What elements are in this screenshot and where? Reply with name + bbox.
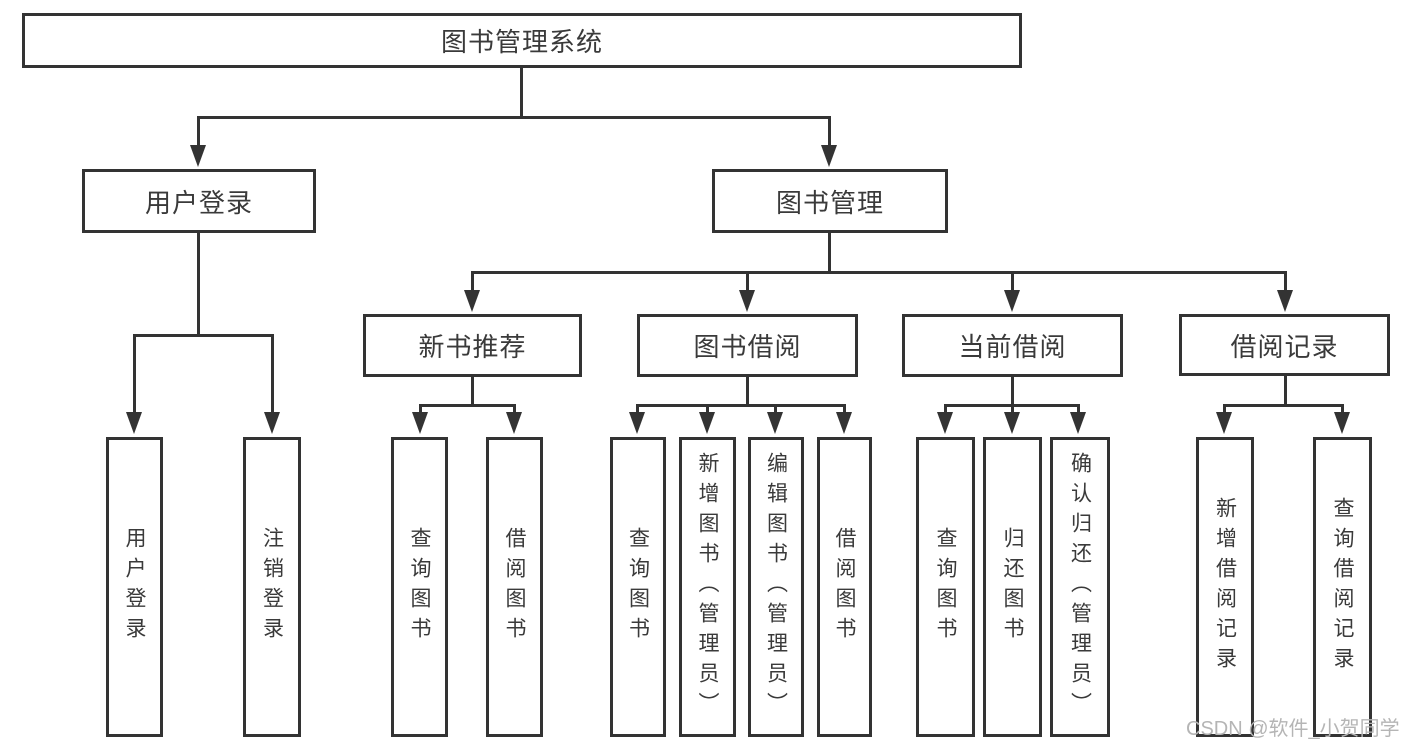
node-label: 新增借阅记录 [1213,497,1237,677]
leaf-query-books-current: 查询图书 [916,437,975,737]
connector-line [1284,271,1287,293]
connector-line [706,404,709,416]
arrow-down-icon [629,412,645,434]
leaf-query-books-recommend: 查询图书 [391,437,448,737]
arrow-down-icon [126,412,142,434]
node-label: 借阅记录 [1230,331,1339,362]
arrow-down-icon [699,412,715,434]
connector-line [133,334,274,337]
connector-line [636,404,846,407]
arrow-down-icon [412,412,428,434]
connector-line [197,232,200,336]
connector-line [1011,377,1014,406]
connector-line [636,404,639,416]
node-label: 借阅图书 [833,527,856,647]
connector-line [774,404,777,416]
arrow-down-icon [1004,412,1020,434]
node-label: 查询图书 [934,527,957,647]
leaf-edit-books-admin: 编辑图书（管理员） [748,437,804,737]
node-label: 归还图书 [1001,527,1024,647]
connector-line [197,116,200,148]
connector-line [1341,404,1344,416]
connector-line [419,404,516,407]
connector-line [419,404,422,416]
connector-line [1011,271,1014,293]
node-label: 注销登录 [260,527,284,647]
arrow-down-icon [464,290,480,312]
node-new-book-recommend: 新书推荐 [363,314,582,377]
connector-line [944,404,947,416]
leaf-return-books: 归还图书 [983,437,1042,737]
leaf-logout: 注销登录 [243,437,301,737]
arrow-down-icon [739,290,755,312]
connector-line [513,404,516,416]
node-current-borrow: 当前借阅 [902,314,1123,377]
arrow-down-icon [1070,412,1086,434]
node-label: 查询图书 [626,527,650,647]
connector-line [197,116,831,119]
connector-line [746,271,749,293]
connector-line [1011,404,1014,416]
node-label: 图书管理 [775,187,884,218]
arrow-down-icon [190,145,206,167]
arrow-down-icon [821,145,837,167]
connector-line [471,271,474,293]
arrow-down-icon [1216,412,1232,434]
leaf-borrow-books-recommend: 借阅图书 [486,437,543,737]
leaf-add-borrow-record: 新增借阅记录 [1196,437,1254,737]
arrow-down-icon [264,412,280,434]
node-label: 编辑图书（管理员） [764,452,788,722]
connector-line [1223,404,1226,416]
connector-line [746,377,749,406]
connector-line [1284,375,1287,406]
arrow-down-icon [1334,412,1350,434]
arrow-down-icon [767,412,783,434]
connector-line [1223,404,1343,407]
connector-line [843,404,846,416]
node-label: 确认归还（管理员） [1068,452,1092,722]
node-label: 图书借阅 [693,332,802,362]
node-label: 新书推荐 [418,332,527,362]
node-label: 用户登录 [123,527,146,647]
node-label: 查询借阅记录 [1331,497,1354,677]
connector-line [520,68,523,118]
arrow-down-icon [1004,290,1020,312]
leaf-query-books-borrow: 查询图书 [610,437,666,737]
connector-line [471,271,1287,274]
node-label: 新增图书（管理员） [696,452,719,722]
csdn-watermark: CSDN @软件_小贺同学 [1186,718,1400,740]
node-borrow-records: 借阅记录 [1179,314,1390,376]
connector-line [1077,404,1080,416]
node-label: 当前借阅 [958,332,1067,362]
node-book-management: 图书管理 [712,169,948,233]
node-root: 图书管理系统 [22,13,1022,68]
node-book-borrow: 图书借阅 [637,314,858,377]
node-user-login: 用户登录 [82,169,316,233]
node-label: 查询图书 [408,527,431,647]
connector-line [271,334,274,414]
connector-line [828,116,831,148]
connector-line [471,377,474,406]
leaf-add-books-admin: 新增图书（管理员） [679,437,736,737]
arrow-down-icon [506,412,522,434]
node-label: 图书管理系统 [440,27,603,57]
arrow-down-icon [1277,290,1293,312]
leaf-confirm-return-admin: 确认归还（管理员） [1050,437,1110,737]
connector-line [133,334,136,414]
arrow-down-icon [836,412,852,434]
node-label: 借阅图书 [503,527,526,647]
arrow-down-icon [937,412,953,434]
leaf-borrow-books: 借阅图书 [817,437,872,737]
connector-line [828,233,831,273]
leaf-user-login: 用户登录 [106,437,163,737]
leaf-query-borrow-record: 查询借阅记录 [1313,437,1372,737]
node-label: 用户登录 [144,187,253,218]
